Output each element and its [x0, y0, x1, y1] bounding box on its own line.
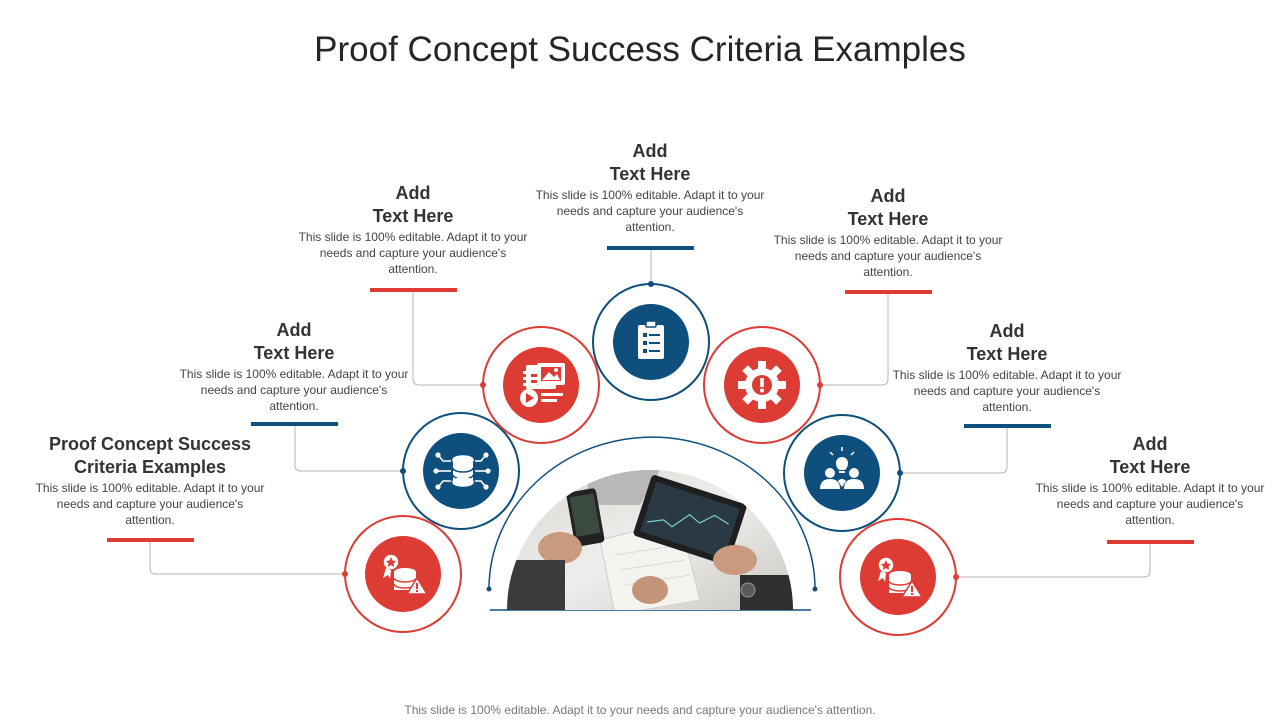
text-block-item-4: Add Text Here This slide is 100% editabl… [535, 140, 765, 235]
text-block-item-7: Add Text Here This slide is 100% editabl… [1035, 433, 1265, 528]
slide-footer-note: This slide is 100% editable. Adapt it to… [404, 703, 876, 717]
item-heading-line1: Add [1132, 434, 1168, 454]
item-heading-line2: Text Here [1109, 457, 1191, 477]
accent-bar-item-5 [845, 290, 932, 294]
media-gallery-icon [520, 363, 565, 407]
item-heading-line2: Text Here [372, 206, 454, 226]
accent-bar-item-6 [964, 424, 1051, 428]
item-heading-line2: Text Here [253, 343, 335, 363]
clipboard-checklist-icon [638, 320, 664, 359]
connector-item-5 [820, 292, 889, 386]
item-description: This slide is 100% editable. Adapt it to… [1035, 481, 1265, 527]
slide-title: Proof Concept Success Criteria Examples [314, 30, 966, 69]
connector-item-6 [900, 426, 1008, 474]
text-block-item-1: Proof Concept Success Criteria Examples … [35, 433, 265, 528]
item-heading-line2: Text Here [609, 164, 691, 184]
connector-item-1 [149, 540, 345, 575]
item-heading-line1: Add [276, 320, 312, 340]
accent-bar-item-7 [1107, 540, 1194, 544]
item-heading: Add Text Here [773, 185, 1003, 231]
item-heading: Add Text Here [179, 319, 409, 365]
item-heading-line1: Proof Concept Success [48, 434, 252, 454]
text-block-item-3: Add Text Here This slide is 100% editabl… [298, 182, 528, 277]
item-heading: Add Text Here [892, 320, 1122, 366]
central-photo [507, 470, 793, 610]
accent-bar-item-3 [370, 288, 457, 292]
accent-bar-item-2 [251, 422, 338, 426]
item-heading: Add Text Here [298, 182, 528, 228]
connector-lines [149, 250, 1151, 578]
award-database-warning-icon [877, 556, 924, 598]
item-heading-line1: Add [632, 141, 668, 161]
item-heading-line2: Criteria Examples [73, 457, 227, 477]
item-description: This slide is 100% editable. Adapt it to… [179, 367, 409, 413]
accent-bar-item-1 [107, 538, 194, 542]
award-database-warning-icon [382, 553, 429, 595]
item-heading: Add Text Here [1035, 433, 1265, 479]
item-description: This slide is 100% editable. Adapt it to… [35, 481, 265, 527]
database-network-icon [433, 452, 491, 490]
item-heading-line2: Text Here [847, 209, 929, 229]
item-description: This slide is 100% editable. Adapt it to… [535, 188, 765, 234]
item-heading-line1: Add [395, 183, 431, 203]
accent-bar-item-4 [607, 246, 694, 250]
gear-warning-icon [738, 361, 786, 409]
connector-item-7 [956, 542, 1151, 578]
item-heading: Proof Concept Success Criteria Examples [35, 433, 265, 479]
item-heading-line1: Add [870, 186, 906, 206]
text-block-item-6: Add Text Here This slide is 100% editabl… [892, 320, 1122, 415]
connector-item-2 [294, 425, 403, 472]
team-idea-icon [820, 447, 864, 489]
item-heading-line1: Add [989, 321, 1025, 341]
item-description: This slide is 100% editable. Adapt it to… [773, 233, 1003, 279]
item-description: This slide is 100% editable. Adapt it to… [892, 368, 1122, 414]
connector-item-3 [412, 291, 483, 386]
item-heading: Add Text Here [535, 140, 765, 186]
text-block-item-5: Add Text Here This slide is 100% editabl… [773, 185, 1003, 280]
item-description: This slide is 100% editable. Adapt it to… [298, 230, 528, 276]
accent-bars [107, 246, 1194, 544]
text-block-item-2: Add Text Here This slide is 100% editabl… [179, 319, 409, 414]
item-heading-line2: Text Here [966, 344, 1048, 364]
